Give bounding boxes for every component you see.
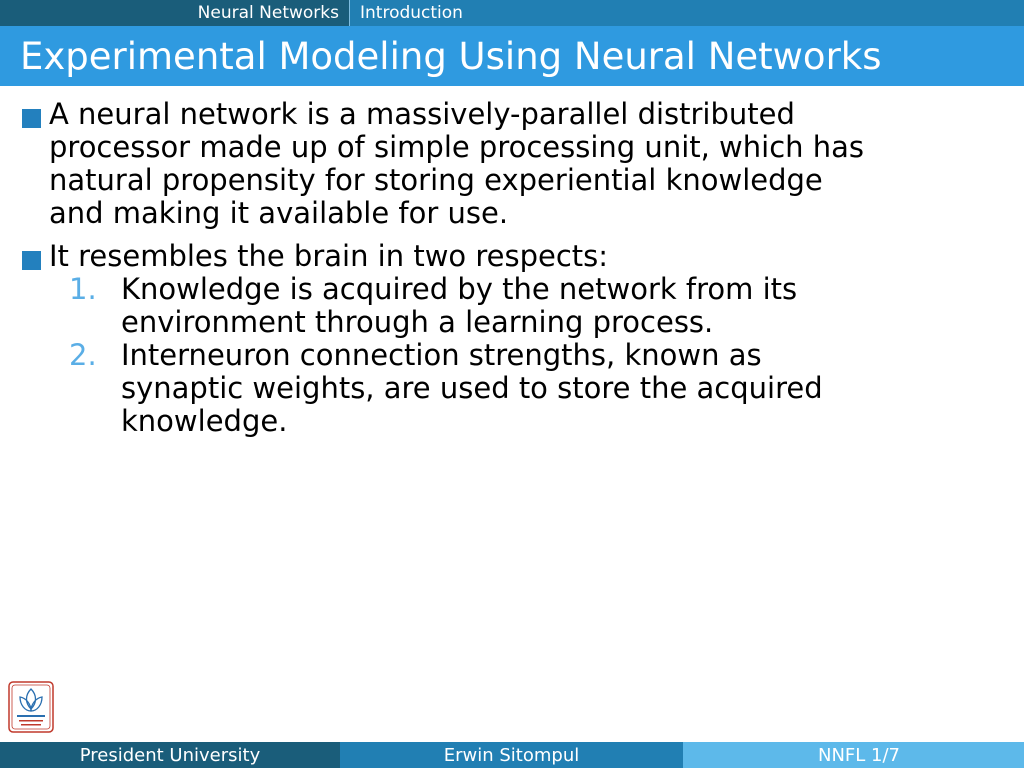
slide-title: Experimental Modeling Using Neural Netwo… [20,34,882,78]
nav-section-label: Neural Networks [197,3,339,23]
slide-content: A neural network is a massively-parallel… [20,98,1020,448]
nav-subsection[interactable]: Introduction [350,0,1024,26]
bullet-square-icon [22,251,41,270]
president-university-logo-icon [8,681,54,733]
numbered-list-item: 2. Interneuron connection strengths, kno… [49,339,1020,438]
bullet-item: A neural network is a massively-parallel… [20,98,1020,230]
footer-institution: President University [0,742,340,768]
bullet-text: A neural network is a massively-parallel… [49,97,865,230]
bullet-square-icon [22,109,41,128]
numbered-list: 1. Knowledge is acquired by the network … [49,273,1020,438]
numbered-list-item: 1. Knowledge is acquired by the network … [49,273,1020,339]
title-bar: Experimental Modeling Using Neural Netwo… [0,26,1024,86]
top-navigation-bar: Neural Networks Introduction [0,0,1024,26]
bullet-text: It resembles the brain in two respects: [49,239,609,273]
nav-subsection-label: Introduction [360,3,463,23]
list-number: 1. [69,272,97,306]
footer-bar: President University Erwin Sitompul NNFL… [0,742,1024,768]
bullet-item: It resembles the brain in two respects: … [20,240,1020,438]
footer-author: Erwin Sitompul [340,742,683,768]
footer-page-number: NNFL 1/7 [683,742,1024,768]
list-number: 2. [69,338,97,372]
list-item-text: Interneuron connection strengths, known … [121,338,823,438]
list-item-text: Knowledge is acquired by the network fro… [121,272,798,339]
nav-section[interactable]: Neural Networks [0,0,350,26]
